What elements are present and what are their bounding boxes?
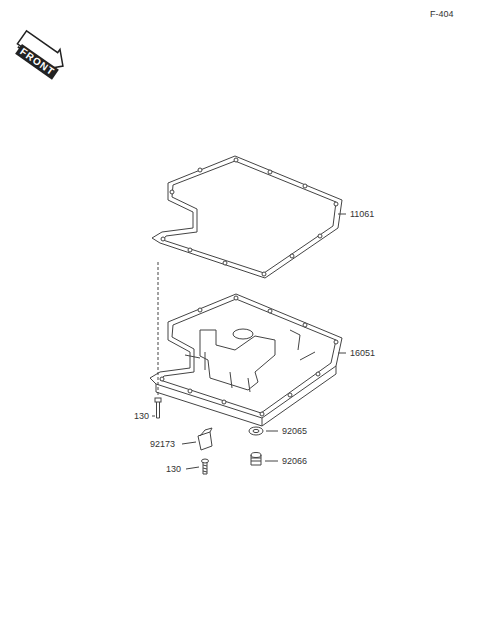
callout-number: 92065 bbox=[282, 427, 307, 436]
oil-pan bbox=[150, 294, 342, 426]
washer bbox=[249, 427, 263, 435]
callout-number: 11061 bbox=[350, 210, 374, 219]
gasket bbox=[152, 156, 342, 278]
clamp bbox=[198, 428, 212, 450]
callout-number: 130 bbox=[166, 465, 181, 474]
drain-plug bbox=[251, 453, 261, 466]
leader-line bbox=[266, 431, 278, 432]
leader-line bbox=[338, 214, 346, 215]
leader-line bbox=[152, 416, 155, 417]
callout-number: 92066 bbox=[282, 457, 307, 466]
pan-bolt bbox=[155, 398, 161, 418]
callout-number: 130 bbox=[134, 412, 149, 421]
callout-number: 92173 bbox=[150, 440, 175, 449]
clamp-bolt bbox=[202, 459, 209, 474]
leader-line bbox=[265, 461, 278, 462]
leader-line bbox=[186, 467, 199, 469]
callout-number: 16051 bbox=[350, 349, 375, 358]
page-code: F-404 bbox=[430, 10, 454, 19]
bolt-axis bbox=[158, 262, 159, 396]
leader-line bbox=[338, 353, 346, 354]
leader-line bbox=[182, 442, 196, 444]
